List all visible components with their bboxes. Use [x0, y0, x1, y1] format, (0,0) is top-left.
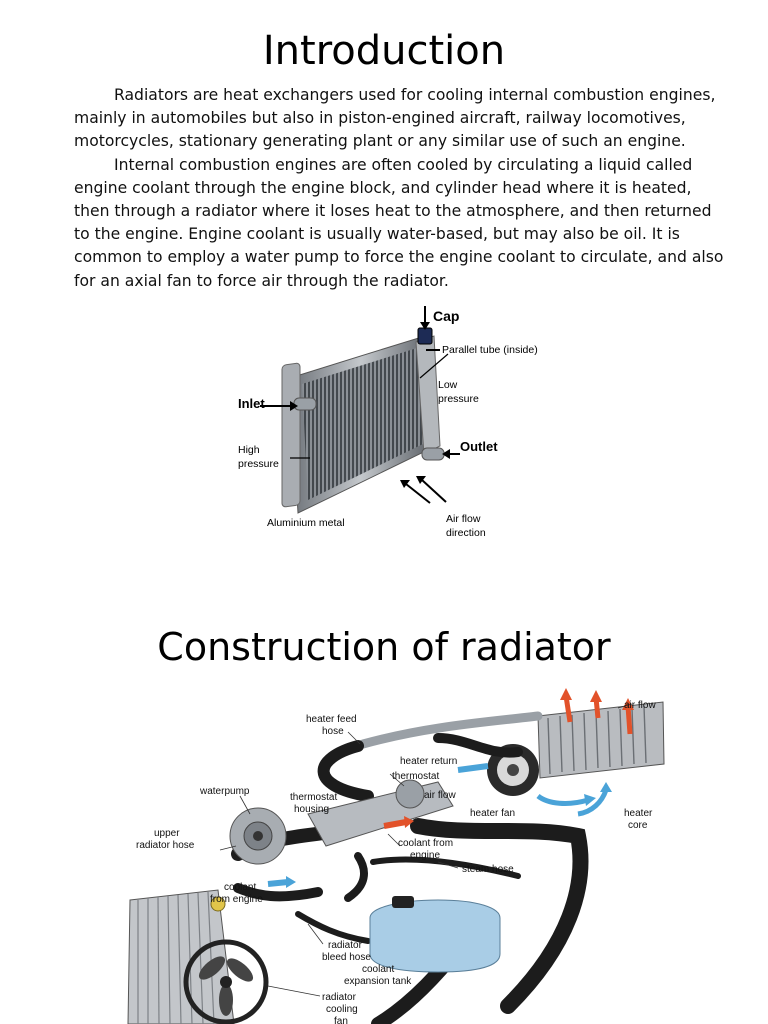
label-heater-fan: heater fan	[470, 808, 515, 819]
label-expansion-tank-2: expansion tank	[344, 976, 412, 987]
label-heater-core-1: heater	[624, 808, 653, 819]
label-cooling-fan-1: radiator	[322, 992, 357, 1003]
label-outlet: Outlet	[460, 439, 498, 454]
diagram-arrows	[260, 306, 460, 504]
radiator-diagram: Cap Parallel tube (inside) Low pressure …	[238, 306, 538, 539]
outlet-pipe	[421, 447, 445, 461]
label-coolant-from-engine-1: coolant from	[398, 838, 453, 849]
label-upper-hose-1: upper	[154, 828, 180, 839]
expansion-tank	[369, 896, 501, 973]
heater-core	[537, 701, 665, 779]
label-air-flow-top: air flow	[624, 700, 656, 711]
label-bleed-hose-1: radiator	[328, 940, 363, 951]
label-low-pressure-2: pressure	[438, 393, 479, 405]
label-coolant-engine-left-2: from engine	[210, 894, 263, 905]
label-heater-return: heater return	[400, 756, 457, 767]
label-cap: Cap	[433, 308, 459, 324]
air-flow-arrows	[267, 688, 634, 888]
label-thermostat-housing-1: thermostat	[290, 792, 337, 803]
radiator-body	[281, 327, 445, 514]
label-thermostat-housing-2: housing	[294, 804, 329, 815]
thermostat-housing	[307, 779, 454, 847]
label-heater-core-2: core	[628, 820, 648, 831]
label-cooling-fan-3: fan	[334, 1016, 348, 1024]
label-bleed-hose-2: bleed hose	[322, 952, 371, 963]
label-expansion-tank-1: coolant	[362, 964, 394, 975]
label-heater-feed-1: heater feed	[306, 714, 357, 725]
radiator-core	[127, 889, 235, 1024]
leader-lines	[219, 703, 633, 997]
cooling-system-diagram: heater feed hose air flow heater return …	[127, 688, 665, 1024]
label-air-flow-mid: air flow	[424, 790, 456, 801]
cooling-fan-icon	[183, 939, 269, 1024]
page-title: Introduction	[262, 28, 506, 74]
inlet-pipe	[293, 397, 317, 411]
label-heater-feed-2: hose	[322, 726, 344, 737]
label-high-pressure-1: High	[238, 444, 260, 456]
label-cooling-fan-2: cooling	[326, 1004, 358, 1015]
label-waterpump: waterpump	[199, 786, 250, 797]
heater-fan-icon	[487, 744, 539, 796]
label-coolant-engine-left-1: coolant	[224, 882, 256, 893]
label-parallel-tube: Parallel tube (inside)	[442, 344, 538, 356]
section-heading-construction: Construction of radiator	[157, 625, 611, 669]
waterpump-icon	[229, 807, 287, 865]
label-high-pressure-2: pressure	[238, 458, 279, 470]
radiator-cap-icon	[210, 896, 226, 912]
intro-paragraph-2: Internal combustion engines are often co…	[74, 155, 724, 290]
label-steam-hose: steam hose	[462, 864, 514, 875]
label-aluminium: Aluminium metal	[267, 517, 345, 529]
intro-paragraph-1: Radiators are heat exchangers used for c…	[74, 86, 716, 151]
label-low-pressure-1: Low	[438, 379, 458, 391]
label-coolant-from-engine-2: engine	[410, 850, 440, 861]
label-inlet: Inlet	[238, 396, 265, 411]
cap-icon	[417, 327, 433, 345]
intro-text: Radiators are heat exchangers used for c…	[74, 84, 724, 293]
label-upper-hose-2: radiator hose	[136, 840, 195, 851]
label-air-flow-2: direction	[446, 527, 486, 539]
label-air-flow-1: Air flow	[446, 513, 481, 525]
label-thermostat: thermostat	[392, 771, 439, 782]
